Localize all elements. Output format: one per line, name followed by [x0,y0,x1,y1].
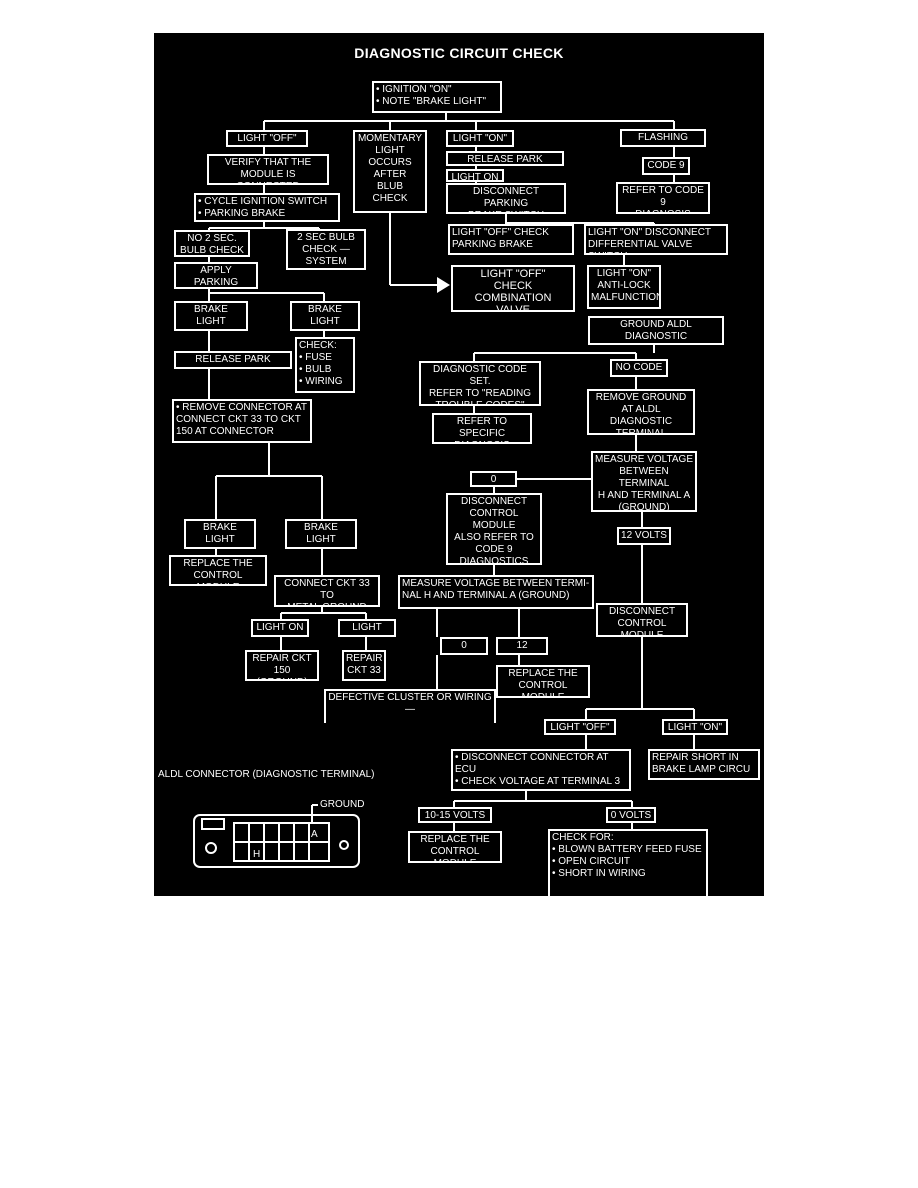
terminal-h-label: H [253,849,261,860]
node-cycle-ignition: • CYCLE IGNITION SWITCH • PARKING BRAKE … [194,193,340,222]
node-refer-specific: REFER TO SPECIFIC DIAGNOSIS CHART [432,413,532,444]
node-disconnect-parking-switch: DISCONNECT PARKING BRAKE SWITCH [446,183,566,214]
terminal-a-label: A [311,829,318,840]
node-release-park-brake-2: RELEASE PARK BRAKE [446,151,564,166]
node-light-on-2: LIGHT ON [446,169,504,182]
node-check-fuse-bulb: CHECK: • FUSE • BULB • WIRING [295,337,355,393]
node-disconnect-module-1: DISCONNECT CONTROL MODULE ALSO REFER TO … [446,493,542,565]
node-light-on-antilock: LIGHT "ON" ANTI-LOCK MALFUNCTION [587,265,661,309]
aldl-connector-drawing [193,804,360,868]
diagram-panel: DIAGNOSTIC CIRCUIT CHECK • IGNITION "ON"… [154,33,764,896]
node-replace-module-2: REPLACE THE CONTROL MODULE [496,665,590,698]
node-diag-code-set: DIAGNOSTIC CODE SET. REFER TO "READING T… [419,361,541,406]
node-remove-connector: • REMOVE CONNECTOR AT CONNECT CKT 33 TO … [172,399,312,443]
node-disconnect-ecu: • DISCONNECT CONNECTOR AT ECU • CHECK VO… [451,749,631,791]
node-start: • IGNITION "ON" • NOTE "BRAKE LIGHT" [372,81,502,113]
node-repair-ckt33: REPAIR CKT 33 [342,650,386,681]
node-refer-code9: REFER TO CODE 9 DIAGNOSIS CHART [616,182,710,214]
node-light-on-disconnect-diff: LIGHT "ON" DISCONNECT DIFFERENTIAL VALVE… [584,224,728,255]
node-zero-volts-3: 0 VOLTS [606,807,656,823]
node-no-2sec: NO 2 SEC. BULB CHECK [174,230,250,257]
node-verify-module: VERIFY THAT THE MODULE IS CONNECTED [207,154,329,185]
node-zero-volts-2: 0 VOLTS [440,637,488,655]
node-brake-light-on-1: BRAKE LIGHT "ON" [174,301,248,331]
node-check-for: CHECK FOR: • BLOWN BATTERY FEED FUSE • O… [548,829,708,896]
node-light-on-a: LIGHT ON [251,619,309,637]
connector-caption: ALDL CONNECTOR (DIAGNOSTIC TERMINAL) [158,769,375,780]
page-title: DIAGNOSTIC CIRCUIT CHECK [354,45,564,61]
node-ground-aldl: GROUND ALDL DIAGNOSTIC TERMINAL H TO A [588,316,724,345]
node-measure-voltage-2: MEASURE VOLTAGE BETWEEN TERMI- NAL H AND… [398,575,594,609]
node-release-park-brake-1: RELEASE PARK BRAKE [174,351,292,369]
node-repair-ckt150: REPAIR CKT 150 (GROUND) [245,650,319,681]
ground-label: GROUND [320,799,365,810]
node-flashing-light: FLASHING LIGHT [620,129,706,147]
node-light-off-a: LIGHT OFF [338,619,396,637]
node-light-off-3: LIGHT "OFF" [544,719,616,735]
node-light-off-check-combo: LIGHT "OFF" CHECK COMBINATION VALVE [451,265,575,312]
node-apply-parking: APPLY PARKING BRAKE [174,262,258,289]
node-light-off-1: LIGHT "OFF" [226,130,308,147]
node-brake-light-on-2: BRAKE LIGHT "ON" [184,519,256,549]
node-momentary-light: MOMENTARY LIGHT OCCURS AFTER BLUB CHECK [353,130,427,213]
node-twelve-volts-1: 12 VOLTS [617,527,671,545]
node-twelve-volts-2: 12 VOLTS [496,637,548,655]
node-two-sec-good: 2 SEC BULB CHECK — SYSTEM GOOD [286,229,366,270]
node-light-off-check-parking: LIGHT "OFF" CHECK PARKING BRAKE [448,224,574,255]
node-measure-voltage-1: MEASURE VOLTAGE BETWEEN TERMINAL H AND T… [591,451,697,512]
node-light-on-1: LIGHT "ON" [446,130,514,147]
node-zero-volts-1: 0 VOLTS [470,471,517,487]
node-no-code: NO CODE [610,359,668,377]
node-repair-short: REPAIR SHORT IN BRAKE LAMP CIRCU [648,749,760,780]
node-defective-cluster: DEFECTIVE CLUSTER OR WIRING — [324,689,496,723]
node-brake-light-off-2: BRAKE LIGHT "OFF" [285,519,357,549]
node-ten-fifteen-volts: 10-15 VOLTS [418,807,492,823]
node-code-9: CODE 9 [642,157,690,175]
node-light-on-3: LIGHT "ON" [662,719,728,735]
node-brake-light-off-1: BRAKE LIGHT "OFF" [290,301,360,331]
node-replace-module-3: REPLACE THE CONTROL MODULE [408,831,502,863]
node-replace-module-1: REPLACE THE CONTROL MODULE [169,555,267,586]
node-disconnect-module-2: DISCONNECT CONTROL MODULE [596,603,688,637]
node-connect-ckt33: CONNECT CKT 33 TO METAL GROUND [274,575,380,607]
node-remove-ground: REMOVE GROUND AT ALDL DIAGNOSTIC TERMINA… [587,389,695,435]
connector-lines [193,113,695,868]
